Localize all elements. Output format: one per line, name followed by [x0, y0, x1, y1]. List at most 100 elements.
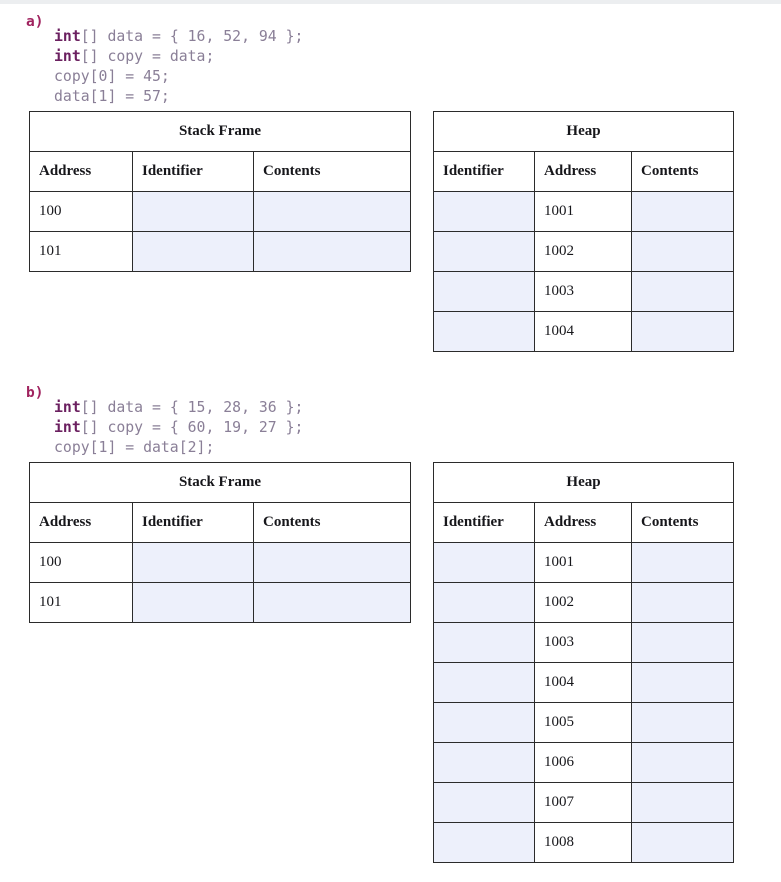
top-edge-strip — [0, 0, 781, 4]
code-text: copy[0] = 45; — [54, 67, 170, 85]
cell-identifier-blank[interactable] — [433, 271, 535, 312]
table-row: 1001 — [433, 191, 735, 232]
cell-address: 1006 — [534, 742, 632, 783]
table-row: 1003 — [433, 271, 735, 312]
problem-b-code: int[] data = { 15, 28, 36 }; int[] copy … — [54, 398, 303, 458]
table-title: Stack Frame — [29, 111, 411, 152]
cell-contents-blank[interactable] — [630, 191, 735, 232]
code-keyword: int — [54, 47, 81, 65]
code-keyword: int — [54, 27, 81, 45]
cell-contents-blank[interactable] — [253, 542, 411, 583]
table-row: 1001 — [433, 542, 735, 583]
column-header-address: Address — [534, 151, 632, 192]
cell-identifier-blank[interactable] — [433, 542, 535, 583]
cell-identifier-blank[interactable] — [433, 822, 535, 863]
cell-contents-blank[interactable] — [630, 622, 735, 663]
cell-identifier-blank[interactable] — [433, 702, 535, 743]
cell-address: 1002 — [534, 582, 632, 623]
cell-address: 101 — [29, 231, 133, 272]
table-title: Stack Frame — [29, 462, 411, 503]
column-header-contents: Contents — [253, 502, 411, 543]
code-text: data[1] = 57; — [54, 87, 170, 105]
column-header-identifier: Identifier — [132, 502, 254, 543]
cell-identifier-blank[interactable] — [132, 231, 254, 272]
table-row: 1005 — [433, 702, 735, 743]
cell-contents-blank[interactable] — [630, 742, 735, 783]
cell-identifier-blank[interactable] — [433, 582, 535, 623]
cell-contents-blank[interactable] — [630, 702, 735, 743]
column-header-address: Address — [29, 151, 133, 192]
cell-contents-blank[interactable] — [630, 271, 735, 312]
table-title-row: Heap — [432, 462, 735, 503]
cell-contents-blank[interactable] — [630, 782, 735, 823]
table-row: 101 — [29, 231, 411, 272]
cell-contents-blank[interactable] — [253, 231, 411, 272]
cell-identifier-blank[interactable] — [433, 662, 535, 703]
problem-a-code-row: a) int[] data = { 16, 52, 94 }; int[] co… — [0, 12, 781, 122]
cell-address: 1003 — [534, 622, 632, 663]
problem-b: b) int[] data = { 15, 28, 36 }; int[] co… — [0, 383, 781, 863]
code-keyword: int — [54, 398, 81, 416]
problem-a: a) int[] data = { 16, 52, 94 }; int[] co… — [0, 12, 781, 352]
table-title-row: Stack Frame — [29, 111, 411, 152]
table-row: 1004 — [433, 662, 735, 703]
cell-identifier-blank[interactable] — [433, 191, 535, 232]
cell-address: 1004 — [534, 311, 632, 352]
table-title-row: Stack Frame — [29, 462, 411, 503]
cell-address: 1007 — [534, 782, 632, 823]
table-row: 100 — [29, 542, 411, 583]
problem-b-marker: b) — [26, 385, 44, 401]
table-row: 1006 — [433, 742, 735, 783]
cell-address: 1004 — [534, 662, 632, 703]
code-line: copy[0] = 45; — [54, 68, 170, 85]
code-line: data[1] = 57; — [54, 88, 170, 105]
column-header-contents: Contents — [630, 502, 735, 543]
cell-contents-blank[interactable] — [630, 582, 735, 623]
cell-contents-blank[interactable] — [630, 542, 735, 583]
column-header-contents: Contents — [253, 151, 411, 192]
problem-a-code: int[] data = { 16, 52, 94 }; int[] copy … — [54, 27, 303, 107]
cell-address: 101 — [29, 582, 133, 623]
code-text: [] copy = data; — [80, 47, 215, 65]
cell-identifier-blank[interactable] — [433, 311, 535, 352]
table-row: 1004 — [433, 311, 735, 352]
cell-identifier-blank[interactable] — [132, 191, 254, 232]
column-header-identifier: Identifier — [433, 502, 535, 543]
cell-identifier-blank[interactable] — [132, 582, 254, 623]
cell-address: 100 — [29, 191, 133, 232]
table-row: 1008 — [433, 822, 735, 863]
cell-contents-blank[interactable] — [630, 662, 735, 703]
code-line: int[] data = { 16, 52, 94 }; — [54, 28, 303, 45]
cell-identifier-blank[interactable] — [433, 742, 535, 783]
table-row: 100 — [29, 191, 411, 232]
cell-contents-blank[interactable] — [253, 582, 411, 623]
cell-identifier-blank[interactable] — [433, 622, 535, 663]
cell-identifier-blank[interactable] — [433, 231, 535, 272]
table-title: Heap — [432, 111, 735, 152]
table-title-row: Heap — [432, 111, 735, 152]
cell-identifier-blank[interactable] — [132, 542, 254, 583]
cell-contents-blank[interactable] — [630, 231, 735, 272]
cell-address: 1003 — [534, 271, 632, 312]
cell-contents-blank[interactable] — [630, 822, 735, 863]
cell-contents-blank[interactable] — [253, 191, 411, 232]
column-header-address: Address — [29, 502, 133, 543]
code-text: [] copy = { 60, 19, 27 }; — [80, 418, 304, 436]
column-header-identifier: Identifier — [433, 151, 535, 192]
cell-contents-blank[interactable] — [630, 311, 735, 352]
table-row: 1003 — [433, 622, 735, 663]
cell-address: 1001 — [534, 542, 632, 583]
column-header-identifier: Identifier — [132, 151, 254, 192]
cell-identifier-blank[interactable] — [433, 782, 535, 823]
cell-address: 1005 — [534, 702, 632, 743]
code-text: copy[1] = data[2]; — [54, 438, 215, 456]
cell-address: 1001 — [534, 191, 632, 232]
code-text: [] data = { 15, 28, 36 }; — [80, 398, 304, 416]
